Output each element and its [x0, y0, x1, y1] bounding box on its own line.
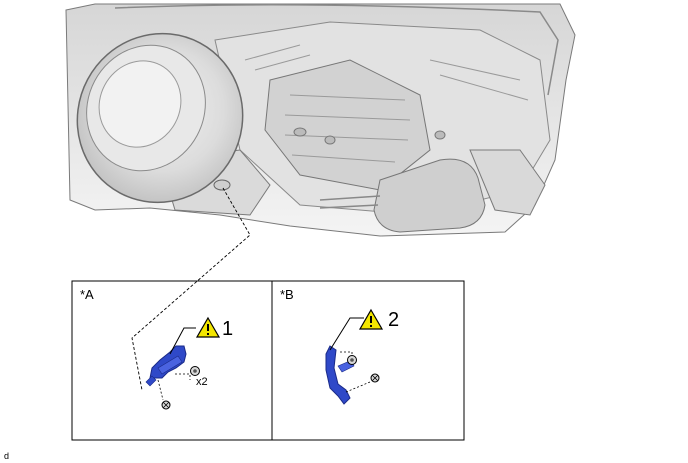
- rear-bumper-edge: [114, 4, 559, 96]
- nut-icon: [347, 355, 357, 365]
- rear-suspension-right: [469, 149, 546, 216]
- bolt-leader: [345, 381, 371, 393]
- exhaust-muffler: [373, 158, 486, 233]
- nut-leader: [340, 351, 353, 355]
- callout-1-leader: [169, 327, 196, 355]
- floor-hole: [434, 130, 446, 140]
- bolt-leader: [157, 379, 164, 401]
- bolt-icon: [161, 400, 171, 410]
- floor-hole: [293, 127, 307, 137]
- nut-leader: [175, 373, 191, 380]
- floor-hole: [324, 135, 336, 145]
- spare-tire: [76, 32, 244, 204]
- location-leader-line: [131, 187, 251, 391]
- quantity-label: x2: [196, 376, 208, 388]
- part-1-sensor-bracket: [145, 345, 187, 387]
- callout-number-1: 1: [222, 318, 234, 340]
- exhaust-pipe: [319, 195, 381, 209]
- callout-2-leader: [329, 317, 364, 351]
- corner-code: d: [4, 451, 10, 461]
- panel-b-frame: [271, 280, 465, 441]
- callout-number-2: 2: [388, 309, 400, 331]
- bolt-icon: [370, 373, 380, 383]
- vehicle-underbody-illustration: [65, 3, 576, 237]
- part-2-bracket: [325, 345, 355, 405]
- center-tunnel: [264, 59, 431, 191]
- panel-b-label: *B: [280, 287, 294, 302]
- warning-triangle-icon: [195, 316, 221, 338]
- panel-a-label: *A: [80, 287, 94, 302]
- warning-triangle-icon: [358, 308, 384, 330]
- nut-icon: [190, 366, 200, 376]
- floor-ribs: [244, 44, 529, 163]
- sensor-mount-location: [213, 179, 231, 191]
